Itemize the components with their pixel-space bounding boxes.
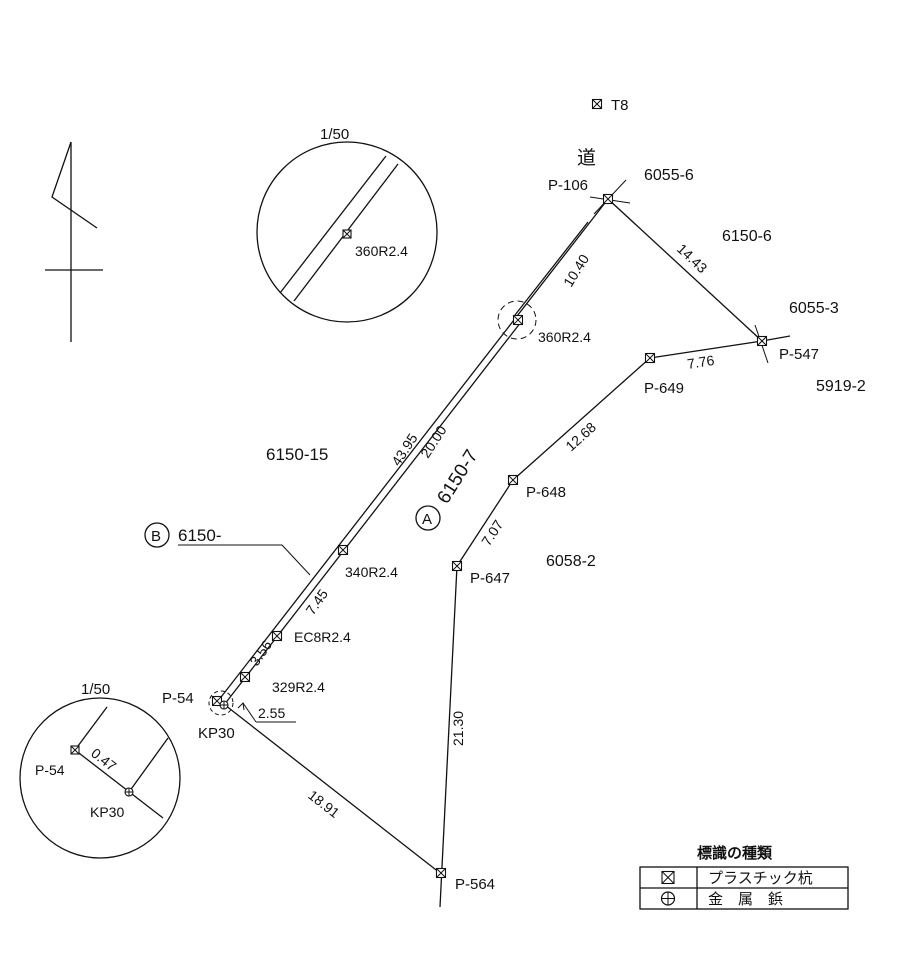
stake-p106-icon	[602, 193, 614, 205]
label-p54: P-54	[162, 690, 194, 707]
label-kp30: KP30	[198, 725, 235, 742]
label-329: 329R2.4	[272, 679, 325, 695]
stake-329-icon	[239, 671, 251, 683]
lot-6055-6: 6055-6	[644, 167, 694, 184]
label-340: 340R2.4	[345, 564, 398, 580]
lot-6150-7: 6150-7	[433, 446, 482, 507]
label-p647: P-647	[470, 570, 510, 587]
stake-p647-icon	[451, 560, 463, 572]
lot-6150-6: 6150-6	[722, 228, 772, 245]
parcel-boundary	[224, 198, 791, 908]
label-p649: P-649	[644, 380, 684, 397]
dist-43-95: 43.95	[388, 430, 421, 468]
inset-bottom-p54: P-54	[35, 762, 65, 778]
dist-12-68: 12.68	[562, 419, 599, 454]
dist-3-56: 3.56	[246, 637, 275, 669]
lot-6058-2: 6058-2	[546, 553, 596, 570]
dist-14-43: 14.43	[674, 240, 711, 276]
inset-rivet-icon	[124, 787, 134, 797]
inset-plastic-stake-icon	[70, 745, 80, 755]
inset-bottom: 1/50 P-54 KP30 0.47	[19, 681, 181, 859]
legend: 標識の種類 プラスチック杭 金 属 鋲	[639, 844, 849, 910]
dist-21-30: 21.30	[450, 711, 466, 746]
dist-7-76: 7.76	[686, 352, 716, 372]
stake-p648-icon	[507, 474, 519, 486]
lot-6150-b: 6150-	[178, 526, 221, 545]
callout-b-leader	[144, 522, 311, 576]
label-p648: P-648	[526, 484, 566, 501]
label-360: 360R2.4	[538, 329, 591, 345]
dist-20-00: 20.00	[417, 422, 450, 460]
lot-6150-15: 6150-15	[266, 445, 328, 464]
label-road: 道	[577, 147, 596, 169]
stake-360-icon	[512, 314, 524, 326]
legend-row-metal-rivet: 金 属 鋲	[708, 891, 783, 908]
dist-10-40: 10.40	[560, 251, 592, 289]
legend-row-plastic-stake: プラスチック杭	[708, 870, 813, 887]
label-ec8: EC8R2.4	[294, 629, 351, 645]
circle-a-marker	[415, 505, 441, 531]
stake-t8-icon	[591, 98, 603, 110]
legend-plastic-stake-icon	[661, 870, 675, 885]
stake-340-icon	[337, 544, 349, 556]
plastic-stake-icon	[342, 229, 352, 239]
label-p547: P-547	[779, 346, 819, 363]
road-lines	[217, 198, 609, 706]
north-arrow-icon	[45, 141, 103, 342]
dist-2-55: 2.55	[258, 705, 285, 721]
stake-p547-icon	[756, 335, 768, 347]
inset-bottom-scale: 1/50	[81, 681, 110, 698]
inset-bottom-dist: 0.47	[88, 745, 119, 775]
stake-p564-icon	[435, 867, 447, 879]
offset-indicator	[237, 701, 296, 723]
stake-p649-icon	[644, 352, 656, 364]
label-p564: P-564	[455, 876, 495, 893]
inset-bottom-kp30: KP30	[90, 804, 124, 820]
dist-7-45: 7.45	[302, 586, 331, 618]
circle-a-letter: A	[422, 511, 432, 528]
lot-6055-3: 6055-3	[789, 300, 839, 317]
dashed-circle	[497, 300, 537, 340]
lot-5919-2: 5919-2	[816, 378, 866, 395]
stake-ec8-icon	[271, 630, 283, 642]
rivet-kp30-icon	[208, 690, 234, 716]
circle-b-letter: B	[151, 528, 161, 545]
legend-title: 標識の種類	[697, 844, 773, 862]
inset-top: 1/50 360R2.4	[256, 126, 438, 323]
dist-7-07: 7.07	[478, 517, 506, 549]
inset-top-label: 360R2.4	[355, 243, 408, 259]
legend-metal-rivet-icon	[660, 891, 676, 906]
label-p106: P-106	[548, 177, 588, 194]
inset-top-scale: 1/50	[320, 126, 349, 143]
label-t8: T8	[611, 97, 629, 114]
